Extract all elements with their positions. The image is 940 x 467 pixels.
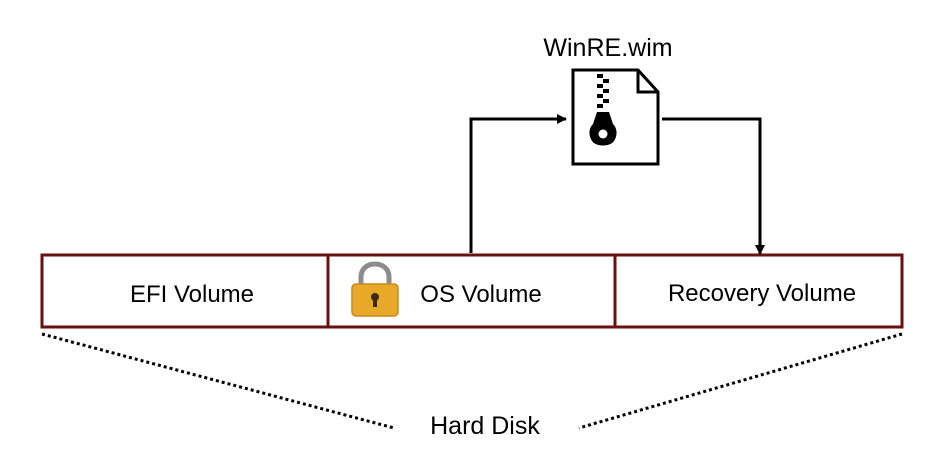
volume-label-efi: EFI Volume [130, 281, 254, 308]
arrow-wim-to-recovery [662, 117, 765, 255]
hard-disk-label: Hard Disk [430, 412, 540, 440]
zip-archive-icon [571, 68, 660, 166]
padlock-icon [351, 261, 399, 317]
file-label: WinRE.wim [543, 34, 672, 62]
bracket-line-left [41, 332, 395, 430]
volume-label-os: OS Volume [420, 281, 541, 308]
bracket-line-right [578, 332, 903, 430]
volume-label-recovery: Recovery Volume [668, 280, 856, 307]
arrow-os-to-wim [469, 114, 567, 253]
hard-disk-bar [40, 253, 904, 329]
